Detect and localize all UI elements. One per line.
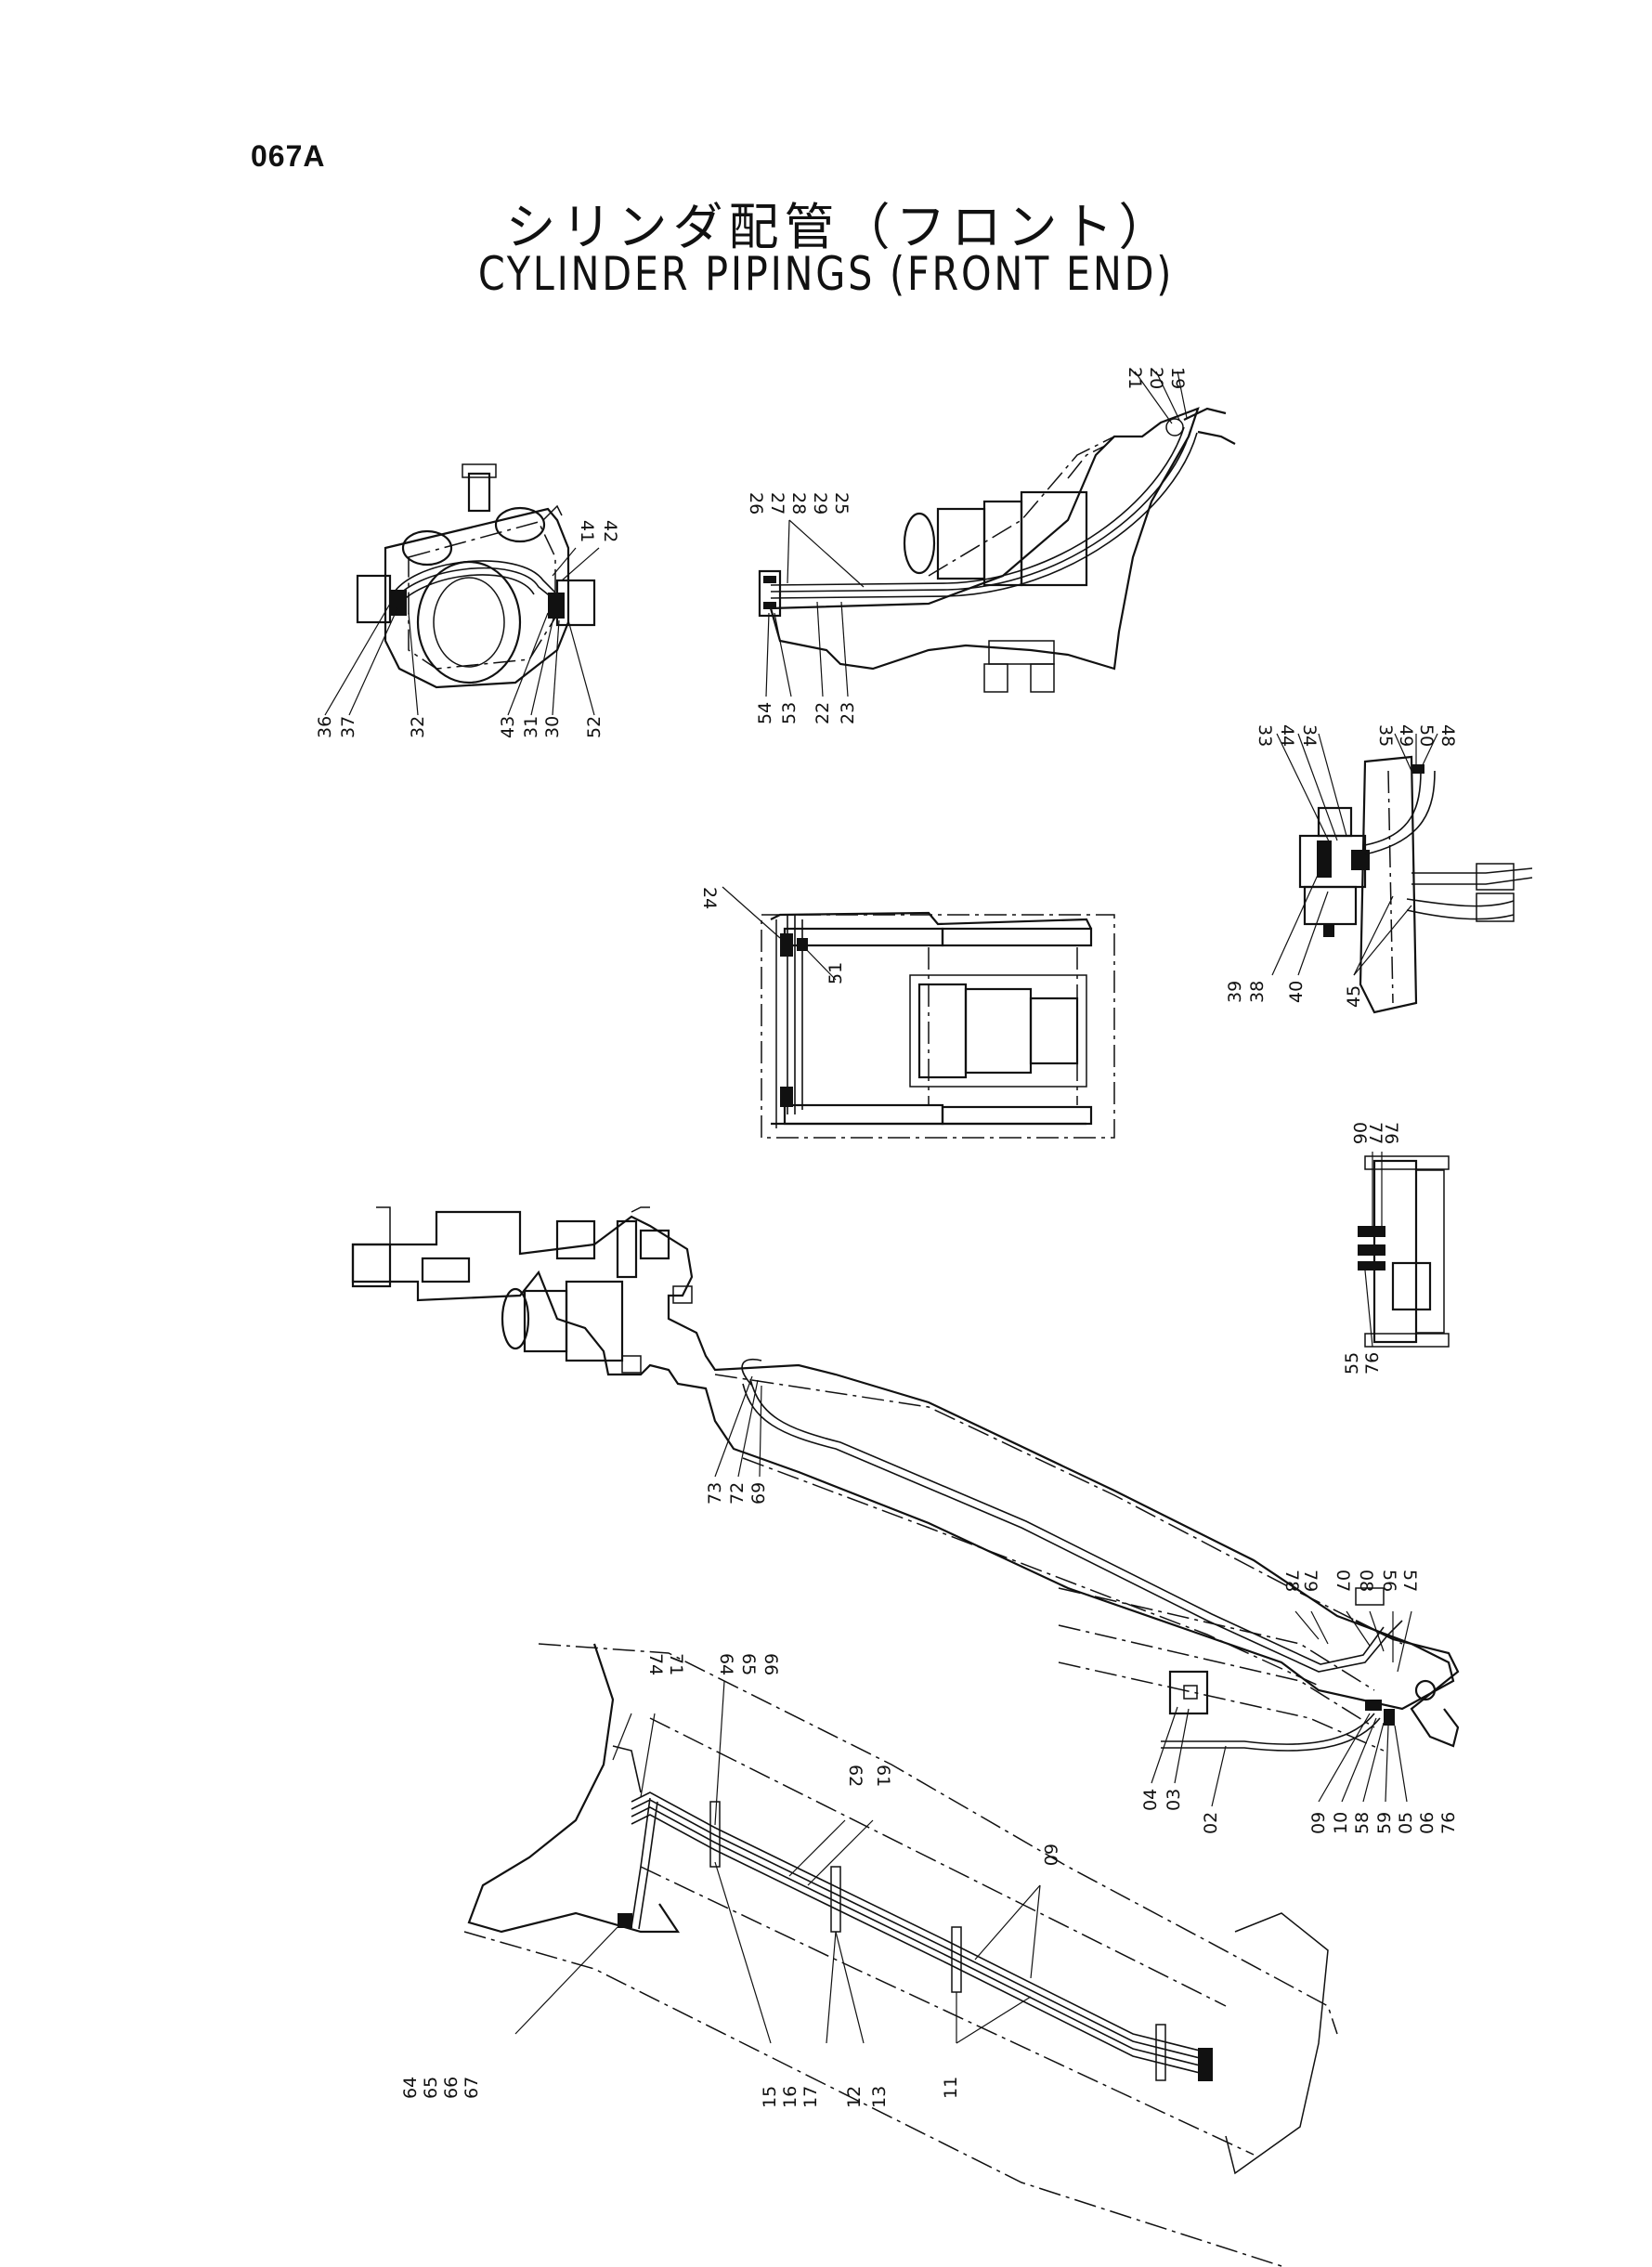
callout-label: 16 [780,2086,800,2108]
callout-label: 67 [462,2077,482,2099]
callout-label: 27 [767,492,787,515]
callout-label: 62 [845,1765,865,1787]
callout-label: 53 [779,702,800,724]
callout-label: 35 [1375,724,1396,747]
callout-label: 72 [727,1482,748,1505]
callout-label: 08 [1356,1570,1376,1592]
callout-label: 38 [1247,981,1268,1003]
callout-label: 34 [1299,724,1320,747]
callout-label: 42 [600,520,620,542]
view-small-bracket [1358,1152,1450,1348]
callout-label: 57 [1399,1570,1420,1592]
callout-label: 09 [1308,1812,1329,1834]
callout-label: 58 [1352,1812,1372,1834]
callout-label: 69 [748,1482,769,1505]
callout-label: 76 [1362,1352,1383,1375]
callout-label: 13 [869,2086,890,2108]
callout-label: 50 [1416,724,1437,747]
callout-label: 66 [441,2077,462,2099]
callout-label: 21 [1125,367,1145,389]
callout-label: 06 [1349,1122,1370,1144]
callout-label: 40 [1286,981,1307,1003]
callout-label: 19 [1167,367,1188,389]
view-arm-pipes [463,1643,1338,2267]
callout-label: 22 [813,702,833,724]
callout-label: 26 [746,492,766,515]
callout-label: 52 [584,716,605,738]
callout-label: 02 [1201,1812,1221,1834]
callout-label: 65 [738,1653,759,1675]
callout-label: 07 [1333,1570,1353,1592]
callout-label: 25 [831,492,852,515]
callout-label: 60 [1040,1844,1060,1866]
callout-label: 41 [577,520,597,542]
callout-label: 54 [755,702,775,724]
callout-label: 15 [760,2086,780,2108]
callout-label: 10 [1331,1812,1351,1834]
view-boom-side [351,1206,1460,1807]
callout-label: 51 [826,962,846,984]
callout-label: 28 [788,492,809,515]
callout-label: 33 [1255,724,1275,747]
callout-label: 64 [400,2077,421,2099]
callout-label: 64 [716,1653,736,1675]
callout-label: 12 [844,2086,865,2108]
callout-label: 37 [338,716,358,738]
callout-label: 76 [1438,1812,1459,1834]
callout-label: 36 [315,716,335,738]
callout-label: 06 [1417,1812,1437,1834]
callout-label: 65 [421,2077,441,2099]
callout-label: 39 [1225,981,1245,1003]
callout-label: 78 [1281,1570,1302,1592]
view-boom-foot-side [758,371,1236,697]
callout-label: 44 [1277,724,1297,747]
page-code: 067A [251,139,326,173]
callout-label: 56 [1379,1570,1399,1592]
view-valve-detail [1271,733,1533,1014]
callout-label: 59 [1374,1812,1395,1834]
callout-label: 20 [1146,367,1166,389]
callout-label: 71 [666,1653,686,1675]
callout-label: 48 [1437,724,1458,747]
callout-label: 45 [1344,985,1364,1008]
callout-label: 49 [1396,724,1416,747]
view-swing-post-rear [324,463,600,716]
callout-label: 23 [838,702,858,724]
callout-label: 32 [408,716,428,738]
callout-label: 66 [761,1653,781,1675]
callout-labels: 36 37 32 43 31 30 52 41 42 21 20 19 26 2… [315,367,1459,2108]
callout-label: 29 [810,492,830,515]
callout-label: 03 [1164,1789,1184,1811]
callout-label: 61 [873,1765,893,1787]
callout-label: 11 [941,2077,961,2099]
view-frame-top [722,886,1115,1139]
callout-label: 31 [521,716,541,738]
title-japanese: シリンダ配管（フロント） [505,198,1175,256]
callout-label: 76 [1381,1122,1401,1144]
callout-label: 74 [645,1653,666,1675]
callout-label: 17 [800,2086,821,2108]
callout-label: 79 [1300,1570,1320,1592]
callout-label: 04 [1140,1789,1161,1811]
callout-label: 05 [1396,1812,1416,1834]
callout-label: 30 [542,716,563,738]
callout-label: 24 [699,887,720,909]
callout-label: 77 [1365,1122,1385,1144]
callout-label: 73 [705,1482,725,1505]
callout-label: 43 [498,716,518,738]
title-english: CYLINDER PIPINGS (FRONT END) [477,247,1175,301]
callout-label: 55 [1342,1352,1362,1375]
